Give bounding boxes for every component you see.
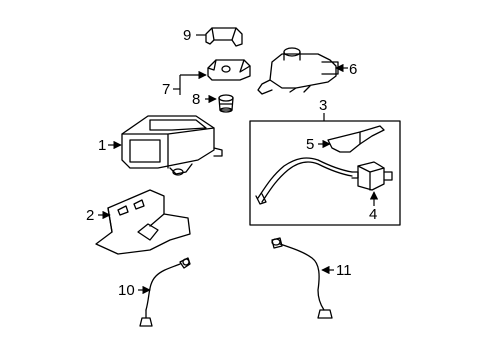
part-7-mounting-bracket	[207, 59, 251, 81]
part-3-group-box	[249, 120, 401, 226]
callout-11: 11	[336, 262, 352, 279]
callout-6: 6	[349, 61, 357, 78]
part-11-oxygen-sensor	[271, 237, 333, 319]
callout-4: 4	[369, 206, 377, 223]
part-1-charcoal-canister	[121, 115, 223, 176]
part-10-oxygen-sensor	[139, 257, 191, 327]
part-8-grommet	[218, 94, 234, 113]
part-4-valve	[351, 161, 393, 191]
part-2-canister-shield	[95, 189, 191, 255]
callout-10: 10	[118, 282, 135, 299]
callout-2: 2	[86, 207, 94, 224]
part-6-purge-valve	[257, 47, 339, 95]
vapor-hose	[255, 157, 353, 205]
leader-7-bracket	[173, 70, 207, 95]
part-5-hose-bracket	[327, 125, 385, 153]
callout-3: 3	[319, 97, 327, 114]
callout-1: 1	[98, 137, 106, 154]
part-9-bracket-clip	[205, 27, 243, 47]
callout-7: 7	[162, 81, 170, 98]
callout-5: 5	[306, 136, 314, 153]
callout-9: 9	[183, 27, 191, 44]
callout-8: 8	[192, 91, 200, 108]
